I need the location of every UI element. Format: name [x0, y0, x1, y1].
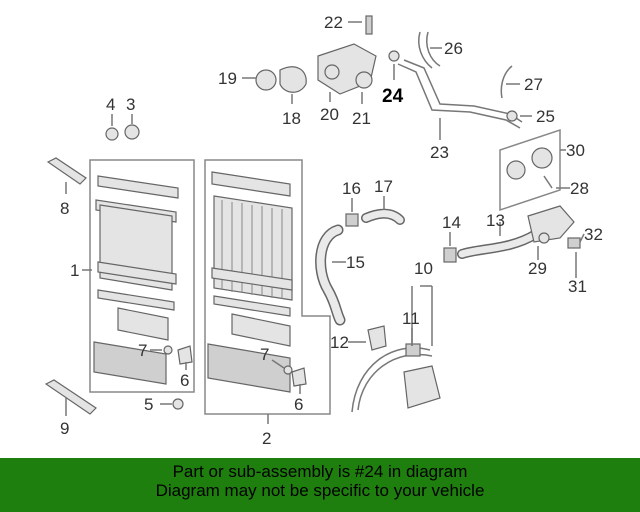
radiator-cap [124, 124, 140, 140]
callout-32: 32 [584, 225, 603, 244]
callout-6a: 6 [180, 371, 189, 390]
lower-seal-strip [44, 379, 97, 415]
callout-27: 27 [524, 75, 543, 94]
callout-7b: 7 [260, 345, 269, 364]
callout-24: 24 [382, 86, 404, 107]
callout-28: 28 [570, 179, 589, 198]
callout-29: 29 [528, 259, 547, 278]
drain-cap [105, 127, 119, 141]
callout-14: 14 [442, 213, 461, 232]
callout-8: 8 [60, 199, 69, 218]
callout-13: 13 [486, 211, 505, 230]
parts-diagram: 1 2 3 4 5 6 6 7 7 8 9 10 11 12 13 14 15 … [44, 13, 603, 448]
callout-4: 4 [106, 95, 115, 114]
callout-6b: 6 [294, 395, 303, 414]
callout-18: 18 [282, 109, 301, 128]
banner-line-1: Part or sub-assembly is #24 in diagram [172, 462, 468, 481]
callout-3: 3 [126, 95, 135, 114]
callout-10: 10 [414, 259, 433, 278]
callout-12: 12 [330, 333, 349, 352]
radiator-assembly-1 [89, 159, 195, 393]
o-ring-24 [388, 50, 400, 62]
callout-23: 23 [430, 143, 449, 162]
callout-21: 21 [352, 109, 371, 128]
callout-5: 5 [144, 395, 153, 414]
callout-30: 30 [566, 141, 585, 160]
callout-20: 20 [320, 105, 339, 124]
radiator-assembly-2 [204, 159, 331, 415]
callout-1: 1 [70, 261, 79, 280]
upper-seal-strip [46, 157, 87, 185]
callout-22: 22 [324, 13, 343, 32]
callout-16: 16 [342, 179, 361, 198]
gasket-19 [255, 69, 277, 91]
callout-19: 19 [218, 69, 237, 88]
callout-26: 26 [444, 39, 463, 58]
callout-2: 2 [262, 429, 271, 448]
callout-17: 17 [374, 177, 393, 196]
callout-15: 15 [346, 253, 365, 272]
callout-11: 11 [402, 309, 420, 328]
drain-plug [172, 398, 184, 410]
callout-25: 25 [536, 107, 555, 126]
callout-7a: 7 [138, 341, 147, 360]
info-banner: Part or sub-assembly is #24 in diagram D… [0, 458, 640, 512]
callout-31: 31 [568, 277, 587, 296]
callout-9: 9 [60, 419, 69, 438]
banner-line-2: Diagram may not be specific to your vehi… [155, 481, 485, 500]
